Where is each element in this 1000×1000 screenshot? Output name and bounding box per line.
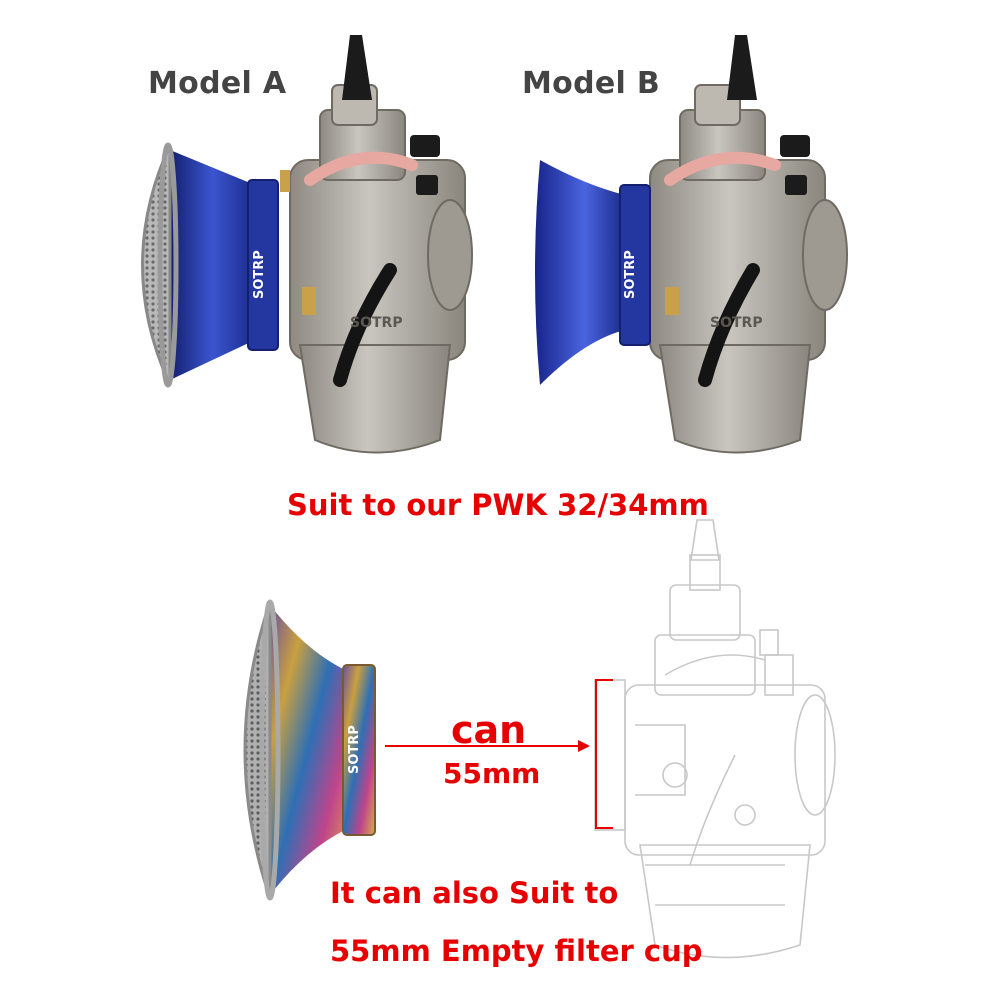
carb-body-marking-a: SOTRP (350, 315, 403, 331)
note-line-1: It can also Suit to (330, 876, 619, 910)
model-b-label: Model B (522, 66, 660, 101)
carb-body-marking-b: SOTRP (710, 315, 763, 331)
can-label: can (451, 708, 527, 752)
brand-logo-model-a: SOTRP (252, 250, 267, 300)
model-a-label: Model A (148, 66, 287, 101)
note-line-2: 55mm Empty filter cup (330, 934, 703, 968)
brand-logo-rainbow: SOTRP (347, 725, 362, 775)
rainbow-velocity-stack-image: SOTRP (225, 599, 385, 901)
carburetor-sketch-image (585, 515, 845, 965)
model-a-product-image: SOTRP SOTRP (141, 25, 490, 465)
suit-caption: Suit to our PWK 32/34mm (287, 488, 709, 522)
model-b-product-image: SOTRP SOTRP (525, 25, 855, 465)
size-label: 55mm (443, 757, 541, 790)
brand-logo-model-b: SOTRP (623, 250, 638, 300)
